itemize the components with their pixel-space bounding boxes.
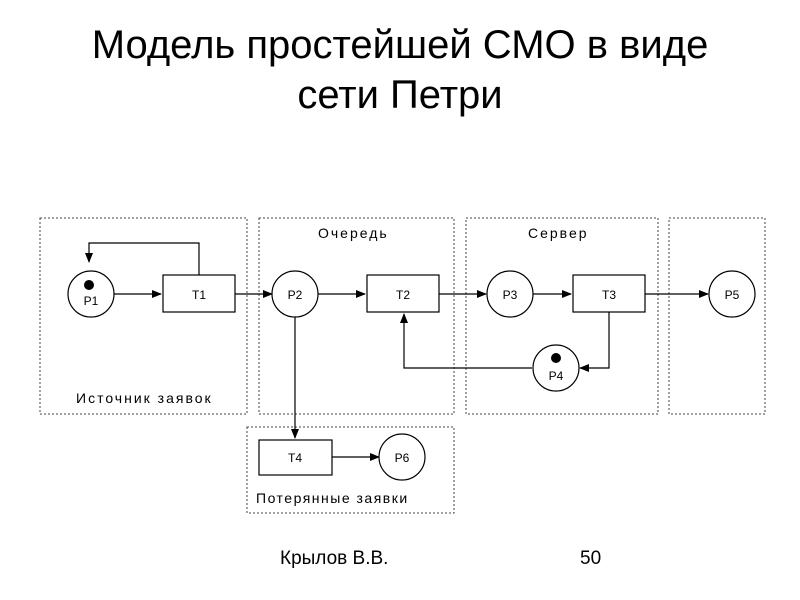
place-p3: P3 xyxy=(486,270,534,318)
group-source-label: Источник заявок xyxy=(76,390,213,406)
group-queue-label: Очередь xyxy=(318,225,389,241)
transition-t1: T1 xyxy=(162,274,236,313)
group-source-box xyxy=(39,217,248,415)
place-p5: P5 xyxy=(708,270,756,318)
place-p3-label: P3 xyxy=(503,288,518,302)
place-p4: P4 xyxy=(532,344,580,392)
place-p1-label: P1 xyxy=(84,294,99,308)
group-server-label: Сервер xyxy=(528,225,589,241)
transition-t2: T2 xyxy=(366,274,440,313)
page-number: 50 xyxy=(580,548,602,569)
transition-t4: T4 xyxy=(258,439,333,476)
transition-t3: T3 xyxy=(572,274,646,313)
group-lost-label: Потерянные заявки xyxy=(256,490,409,506)
group-lost-box xyxy=(246,426,455,514)
transition-t3-label: T3 xyxy=(602,288,616,302)
slide-title: Модель простейшей СМО в виде сети Петри xyxy=(0,20,800,120)
transition-t4-label: T4 xyxy=(288,451,302,465)
place-p6-label: P6 xyxy=(395,451,410,465)
arc-t1-return xyxy=(85,242,200,275)
place-p2-label: P2 xyxy=(288,288,303,302)
place-p2: P2 xyxy=(271,270,319,318)
group-sink-box xyxy=(668,217,766,415)
token-p4 xyxy=(551,353,561,363)
title-line-2: сети Петри xyxy=(297,73,503,117)
footer-author: Крылов В.В. xyxy=(280,548,389,569)
group-queue-box xyxy=(258,217,455,415)
transition-t2-label: T2 xyxy=(396,288,410,302)
arc-t3-p4 xyxy=(579,312,610,372)
place-p5-label: P5 xyxy=(725,288,740,302)
token-p1 xyxy=(84,280,94,290)
group-server-box xyxy=(465,217,659,415)
place-p6: P6 xyxy=(378,433,426,481)
title-line-1: Модель простейшей СМО в виде xyxy=(91,23,709,67)
arc-p4-t2 xyxy=(400,313,532,369)
transition-t1-label: T1 xyxy=(192,288,206,302)
place-p4-label: P4 xyxy=(549,369,564,383)
place-p1: P1 xyxy=(67,270,115,318)
